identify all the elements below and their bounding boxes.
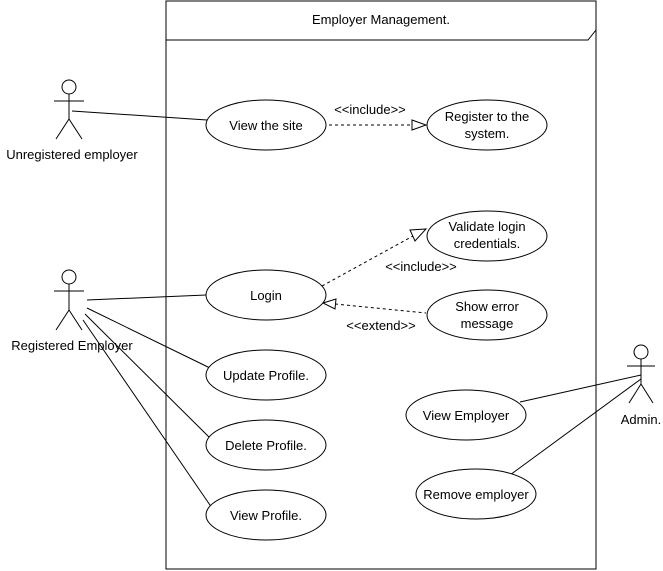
actor-admin-label: Admin. <box>621 412 661 427</box>
use-case-validate[interactable]: Validate login credentials. <box>426 210 548 262</box>
use-case-register-label-line-1: Register to the <box>445 109 530 124</box>
association-admin-view-employer <box>519 374 642 403</box>
system-title-tab <box>166 29 597 41</box>
include-label-register: <<include>> <box>334 102 406 117</box>
actor-registered-label: Registered Employer <box>11 338 133 353</box>
use-case-validate-label-line-2: credentials. <box>454 236 520 251</box>
include-arrow-validate <box>321 235 414 287</box>
use-case-delete-profile-label: Delete Profile. <box>225 438 307 453</box>
use-case-login-label: Login <box>250 288 282 303</box>
use-case-delete-profile[interactable]: Delete Profile. <box>205 419 327 471</box>
association-registered-login <box>86 294 207 301</box>
use-case-delete-profile-shape[interactable] <box>205 419 327 471</box>
use-case-remove-employer-label: Remove employer <box>423 487 529 502</box>
use-case-view-employer-label: View Employer <box>423 408 510 423</box>
actor-registered-stick-figure-icon <box>54 269 84 331</box>
use-case-show-error-shape[interactable] <box>426 289 548 341</box>
use-case-show-error-label-line-1: Show error <box>455 299 519 314</box>
system-title: Employer Management. <box>312 12 450 27</box>
use-case-view-profile-shape[interactable] <box>205 489 327 541</box>
use-case-validate-label-line-1: Validate login <box>448 219 525 234</box>
use-case-register-shape[interactable] <box>426 99 548 151</box>
extend-arrow-show-error <box>334 303 427 314</box>
include-arrowhead-register <box>411 119 428 131</box>
use-case-show-error[interactable]: Show error message <box>426 289 548 341</box>
use-case-view-site-shape[interactable] <box>205 99 327 151</box>
association-registered-delete <box>84 313 213 441</box>
use-case-login[interactable]: Login <box>205 269 327 321</box>
use-case-view-site-label: View the site <box>229 118 302 133</box>
use-case-view-profile-label: View Profile. <box>230 508 302 523</box>
include-arrowhead-validate <box>409 228 428 242</box>
association-registered-update <box>86 307 211 369</box>
use-case-update-profile[interactable]: Update Profile. <box>205 349 327 401</box>
use-cases: View the site Register to the system. Va… <box>205 99 548 541</box>
include-label-validate: <<include>> <box>385 259 457 274</box>
use-case-view-employer-shape[interactable] <box>405 389 527 441</box>
actor-admin[interactable]: Admin. <box>621 344 661 427</box>
system-boundary-frame <box>165 0 597 570</box>
actor-admin-stick-figure-icon <box>627 344 655 404</box>
extend-arrowhead-show-error <box>321 298 337 310</box>
extend-label-show-error: <<extend>> <box>346 318 415 333</box>
use-case-validate-shape[interactable] <box>426 210 548 262</box>
actor-registered-employer[interactable]: Registered Employer <box>11 269 133 353</box>
use-case-view-site[interactable]: View the site <box>205 99 327 151</box>
use-case-register[interactable]: Register to the system. <box>426 99 548 151</box>
use-case-update-profile-label: Update Profile. <box>223 368 309 383</box>
association-unregistered-view-site <box>71 110 208 121</box>
use-case-remove-employer[interactable]: Remove employer <box>415 468 537 520</box>
association-registered-view-profile <box>82 319 213 509</box>
actor-unregistered-label: Unregistered employer <box>6 147 138 162</box>
use-case-login-shape[interactable] <box>205 269 327 321</box>
use-case-register-label-line-2: system. <box>465 126 510 141</box>
use-case-show-error-label-line-2: message <box>461 316 514 331</box>
use-case-view-profile[interactable]: View Profile. <box>205 489 327 541</box>
use-case-update-profile-shape[interactable] <box>205 349 327 401</box>
system-boundary: Employer Management. <box>165 0 597 570</box>
associations <box>71 110 642 509</box>
actor-unregistered-stick-figure-icon <box>54 79 84 140</box>
use-case-view-employer[interactable]: View Employer <box>405 389 527 441</box>
association-admin-remove-employer <box>509 378 642 476</box>
actor-unregistered-employer[interactable]: Unregistered employer <box>6 79 138 162</box>
relations: <<include>> <<include>> <<extend>> <box>321 102 457 333</box>
use-case-remove-employer-shape[interactable] <box>415 468 537 520</box>
